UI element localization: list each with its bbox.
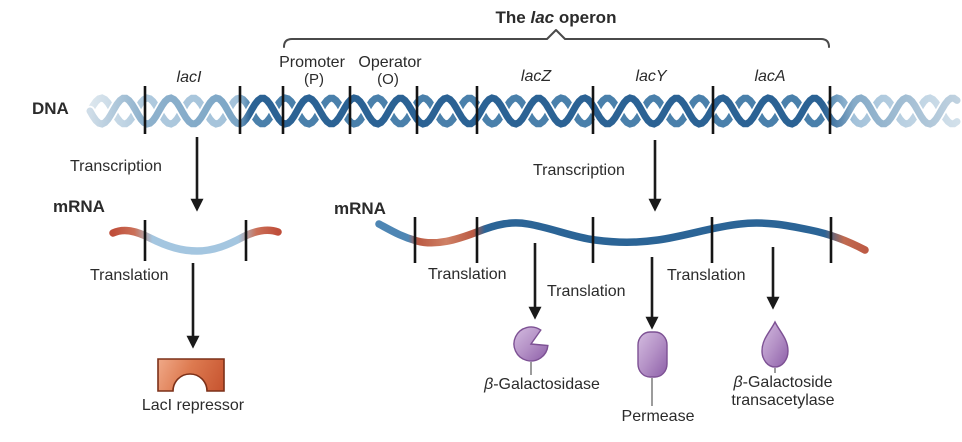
beta-galactosidase-name: -Galactosidase: [493, 376, 600, 393]
beta-galactosidase-shape: [513, 326, 549, 362]
mrna-right-ticks: [413, 217, 833, 263]
beta-symbol: β: [484, 376, 494, 393]
dna-track-label: DNA: [32, 99, 69, 118]
transcription-label-right: Transcription: [533, 162, 625, 179]
mrna-label-right: mRNA: [334, 199, 386, 218]
title-pre: The: [495, 8, 531, 27]
permease-label: Permease: [621, 408, 695, 425]
translation-label-lacz: Translation: [428, 266, 507, 283]
translation-label-lacy: Translation: [547, 283, 626, 300]
dna-helix: [84, 92, 962, 130]
transcription-label-left: Transcription: [70, 158, 162, 175]
repressor-shape: [157, 358, 225, 392]
transacetylase-name-line2: transacetylase: [731, 391, 835, 409]
gene-label-lacy: lacY: [635, 68, 667, 85]
operator-abbr-label: (O): [377, 71, 399, 88]
promoter-abbr-label: (P): [304, 71, 324, 88]
mrna-left-ticks: [143, 220, 248, 261]
dna-ticks: [143, 86, 832, 134]
title-gene-name: lac: [530, 8, 555, 27]
transacetylase-name-line1: -Galactoside: [742, 374, 833, 391]
mrna-ribbon-left: [109, 226, 282, 255]
transacetylase-shape: [761, 320, 789, 368]
beta-symbol: β: [733, 374, 743, 391]
operon-bracket: [283, 29, 830, 48]
permease-shape: [637, 331, 668, 378]
mrna-ribbon-right: [375, 219, 869, 254]
beta-galactosidase-label: β-Galactosidase: [484, 376, 600, 394]
title-post: operon: [554, 8, 617, 27]
repressor-label: LacI repressor: [141, 397, 245, 414]
gene-label-laca: lacA: [754, 68, 786, 85]
dna-strand-front: [86, 94, 961, 128]
operator-label: Operator: [358, 54, 422, 71]
mrna-label-left: mRNA: [53, 197, 105, 216]
translation-label-left: Translation: [90, 267, 169, 284]
gene-label-laci: lacI: [176, 69, 202, 86]
gene-label-lacz: lacZ: [520, 68, 552, 85]
dna-strand-back: [86, 94, 961, 128]
translation-label-laca: Translation: [667, 267, 746, 284]
promoter-label: Promoter: [279, 54, 345, 71]
page-title: The lac operon: [496, 8, 617, 27]
